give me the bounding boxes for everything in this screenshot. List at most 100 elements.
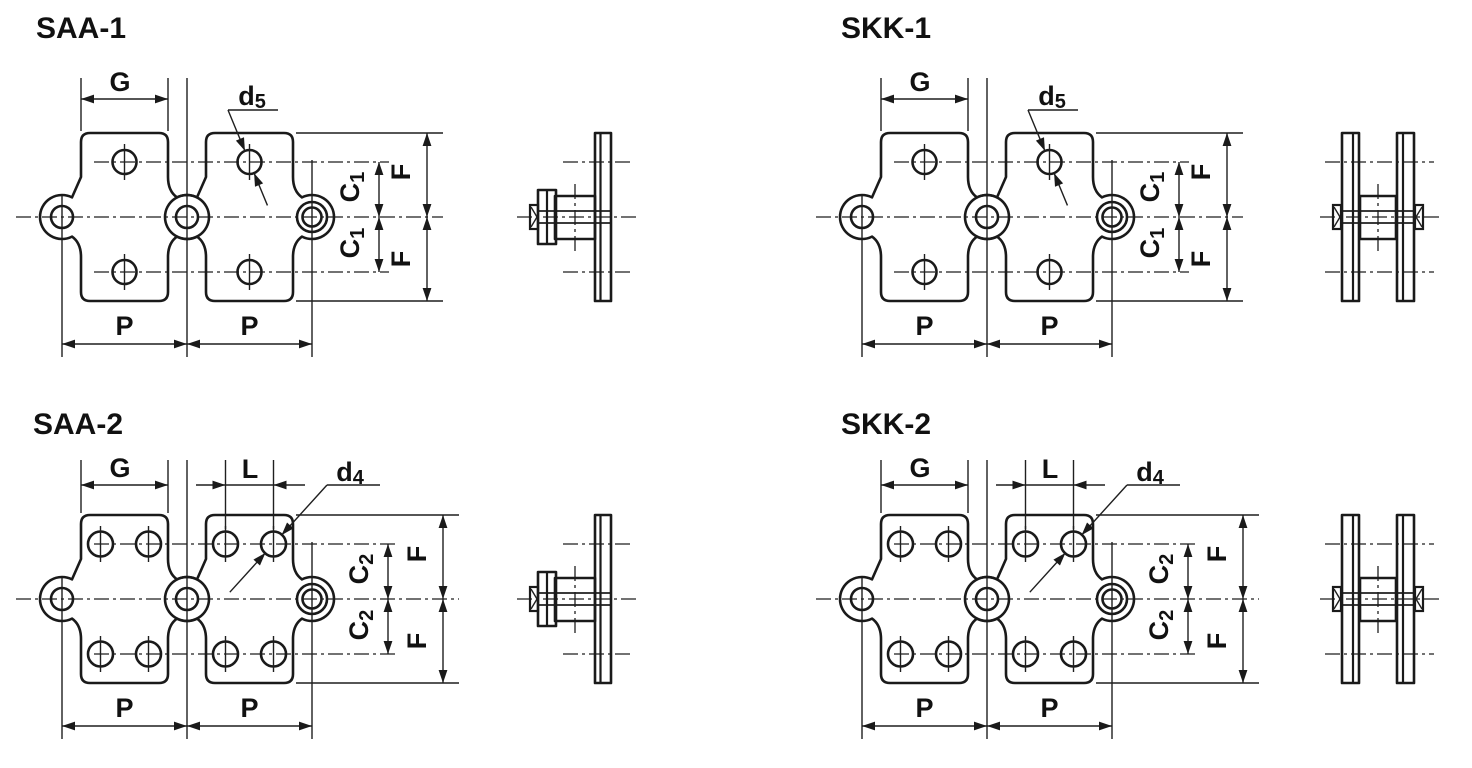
dim-label-c1: C1 bbox=[1135, 172, 1169, 203]
dim-label-p: P bbox=[915, 311, 933, 341]
dim-arrow bbox=[1222, 288, 1232, 301]
dim-arrow bbox=[374, 204, 384, 217]
dim-arrow bbox=[881, 94, 894, 104]
dim-label-c2-sub: 2 bbox=[1156, 554, 1178, 565]
dim-arrow bbox=[212, 480, 226, 490]
pin-head-mark bbox=[1333, 588, 1341, 600]
dim-label-p: P bbox=[1040, 693, 1058, 723]
chain-pin bbox=[49, 586, 75, 612]
dim-label-c1-main: C bbox=[335, 183, 365, 203]
roller bbox=[1358, 194, 1398, 241]
saa1-side-view bbox=[517, 131, 636, 303]
chain-pin bbox=[174, 204, 200, 230]
chain-pin-bushing bbox=[295, 200, 329, 234]
pin-head bbox=[528, 203, 540, 231]
pin-head-mark bbox=[1415, 206, 1423, 218]
dim-label-c2: C2 bbox=[1144, 554, 1178, 585]
link-plate-outline bbox=[163, 513, 336, 685]
dim-label-p: P bbox=[240, 693, 258, 723]
dim-arrow bbox=[1183, 599, 1193, 612]
link-plate-outline bbox=[38, 513, 211, 685]
dim-arrow bbox=[1054, 173, 1064, 187]
pin-head-mark bbox=[1333, 206, 1341, 218]
dim-arrow bbox=[374, 162, 384, 175]
dim-label-p: P bbox=[915, 693, 933, 723]
dim-arrow bbox=[422, 204, 432, 217]
pin-head-mark bbox=[530, 588, 538, 600]
dim-arrow bbox=[422, 217, 432, 230]
dim-label-d4-main: d bbox=[1136, 457, 1153, 487]
dim-arrow bbox=[422, 133, 432, 146]
dim-arrow bbox=[155, 94, 168, 104]
dim-arrow bbox=[81, 94, 94, 104]
chain-pin-bushing bbox=[1095, 200, 1129, 234]
dim-label-g: G bbox=[109, 453, 130, 483]
pin-head-mark bbox=[1333, 216, 1341, 228]
pin-head-mark bbox=[1415, 598, 1423, 610]
dim-arrow bbox=[254, 173, 264, 187]
dim-label-g: G bbox=[109, 67, 130, 97]
dim-arrow bbox=[174, 721, 187, 731]
dim-arrow bbox=[862, 339, 875, 349]
chain-pin-bushing bbox=[1095, 582, 1129, 616]
dim-arrow bbox=[987, 721, 1000, 731]
attachment-plate-edge bbox=[593, 131, 613, 303]
dim-arrow bbox=[1035, 137, 1045, 151]
pin-head-mark bbox=[530, 206, 538, 218]
dim-arrow bbox=[422, 288, 432, 301]
pin-head-mark bbox=[1415, 588, 1423, 600]
dim-label-c2-sub: 2 bbox=[1156, 610, 1178, 621]
chain-pin bbox=[849, 204, 875, 230]
pin-head-mark bbox=[1415, 216, 1423, 228]
saa2-side-view bbox=[517, 513, 636, 685]
dim-arrow bbox=[374, 259, 384, 272]
pin-head bbox=[1331, 203, 1343, 231]
skk1-side-view bbox=[1320, 131, 1439, 303]
link-plate-outline bbox=[963, 131, 1136, 303]
link-plate-outline bbox=[963, 513, 1136, 685]
dim-label-l: L bbox=[1042, 454, 1059, 484]
dim-arrow bbox=[1174, 259, 1184, 272]
chain-pin bbox=[974, 204, 1000, 230]
dim-arrow bbox=[281, 522, 294, 536]
dim-arrow bbox=[1222, 133, 1232, 146]
dim-arrow bbox=[374, 217, 384, 230]
dim-label-c2-sub: 2 bbox=[356, 610, 378, 621]
dim-arrow bbox=[383, 641, 393, 654]
dim-arrow bbox=[1238, 670, 1248, 683]
dim-label-d4-main: d bbox=[336, 457, 353, 487]
dim-arrow bbox=[987, 339, 1000, 349]
dim-label-p: P bbox=[115, 311, 133, 341]
dim-label-c2: C2 bbox=[1144, 610, 1178, 641]
dim-label-d4-sub: 4 bbox=[353, 467, 365, 489]
chain-pin bbox=[849, 586, 875, 612]
dim-arrow bbox=[955, 94, 968, 104]
dim-label-f: F bbox=[402, 546, 432, 563]
chain-pin bbox=[1101, 588, 1123, 610]
dim-label-f: F bbox=[1202, 546, 1232, 563]
chain-pin bbox=[1101, 206, 1123, 228]
dim-arrow bbox=[383, 599, 393, 612]
skk2-side-view bbox=[1320, 513, 1439, 685]
dim-label-d5: d5 bbox=[238, 81, 266, 113]
dim-arrow bbox=[62, 339, 75, 349]
dim-label-c1: C1 bbox=[1135, 228, 1169, 259]
chain-pin bbox=[301, 206, 323, 228]
dim-label-c2: C2 bbox=[344, 554, 378, 585]
dim-arrow bbox=[187, 339, 200, 349]
dim-arrow bbox=[1238, 515, 1248, 528]
dim-arrow bbox=[1183, 641, 1193, 654]
chain-pin bbox=[174, 586, 200, 612]
dim-label-c1-main: C bbox=[1135, 183, 1165, 203]
pin-head bbox=[1413, 585, 1425, 613]
dim-label-c2-main: C bbox=[344, 565, 374, 585]
dim-label-c2-sub: 2 bbox=[356, 554, 378, 565]
dim-arrow bbox=[1174, 162, 1184, 175]
link-plate-outline bbox=[38, 131, 211, 303]
dim-arrow bbox=[273, 480, 287, 490]
dim-label-p: P bbox=[115, 693, 133, 723]
dim-label-c1-main: C bbox=[335, 239, 365, 259]
